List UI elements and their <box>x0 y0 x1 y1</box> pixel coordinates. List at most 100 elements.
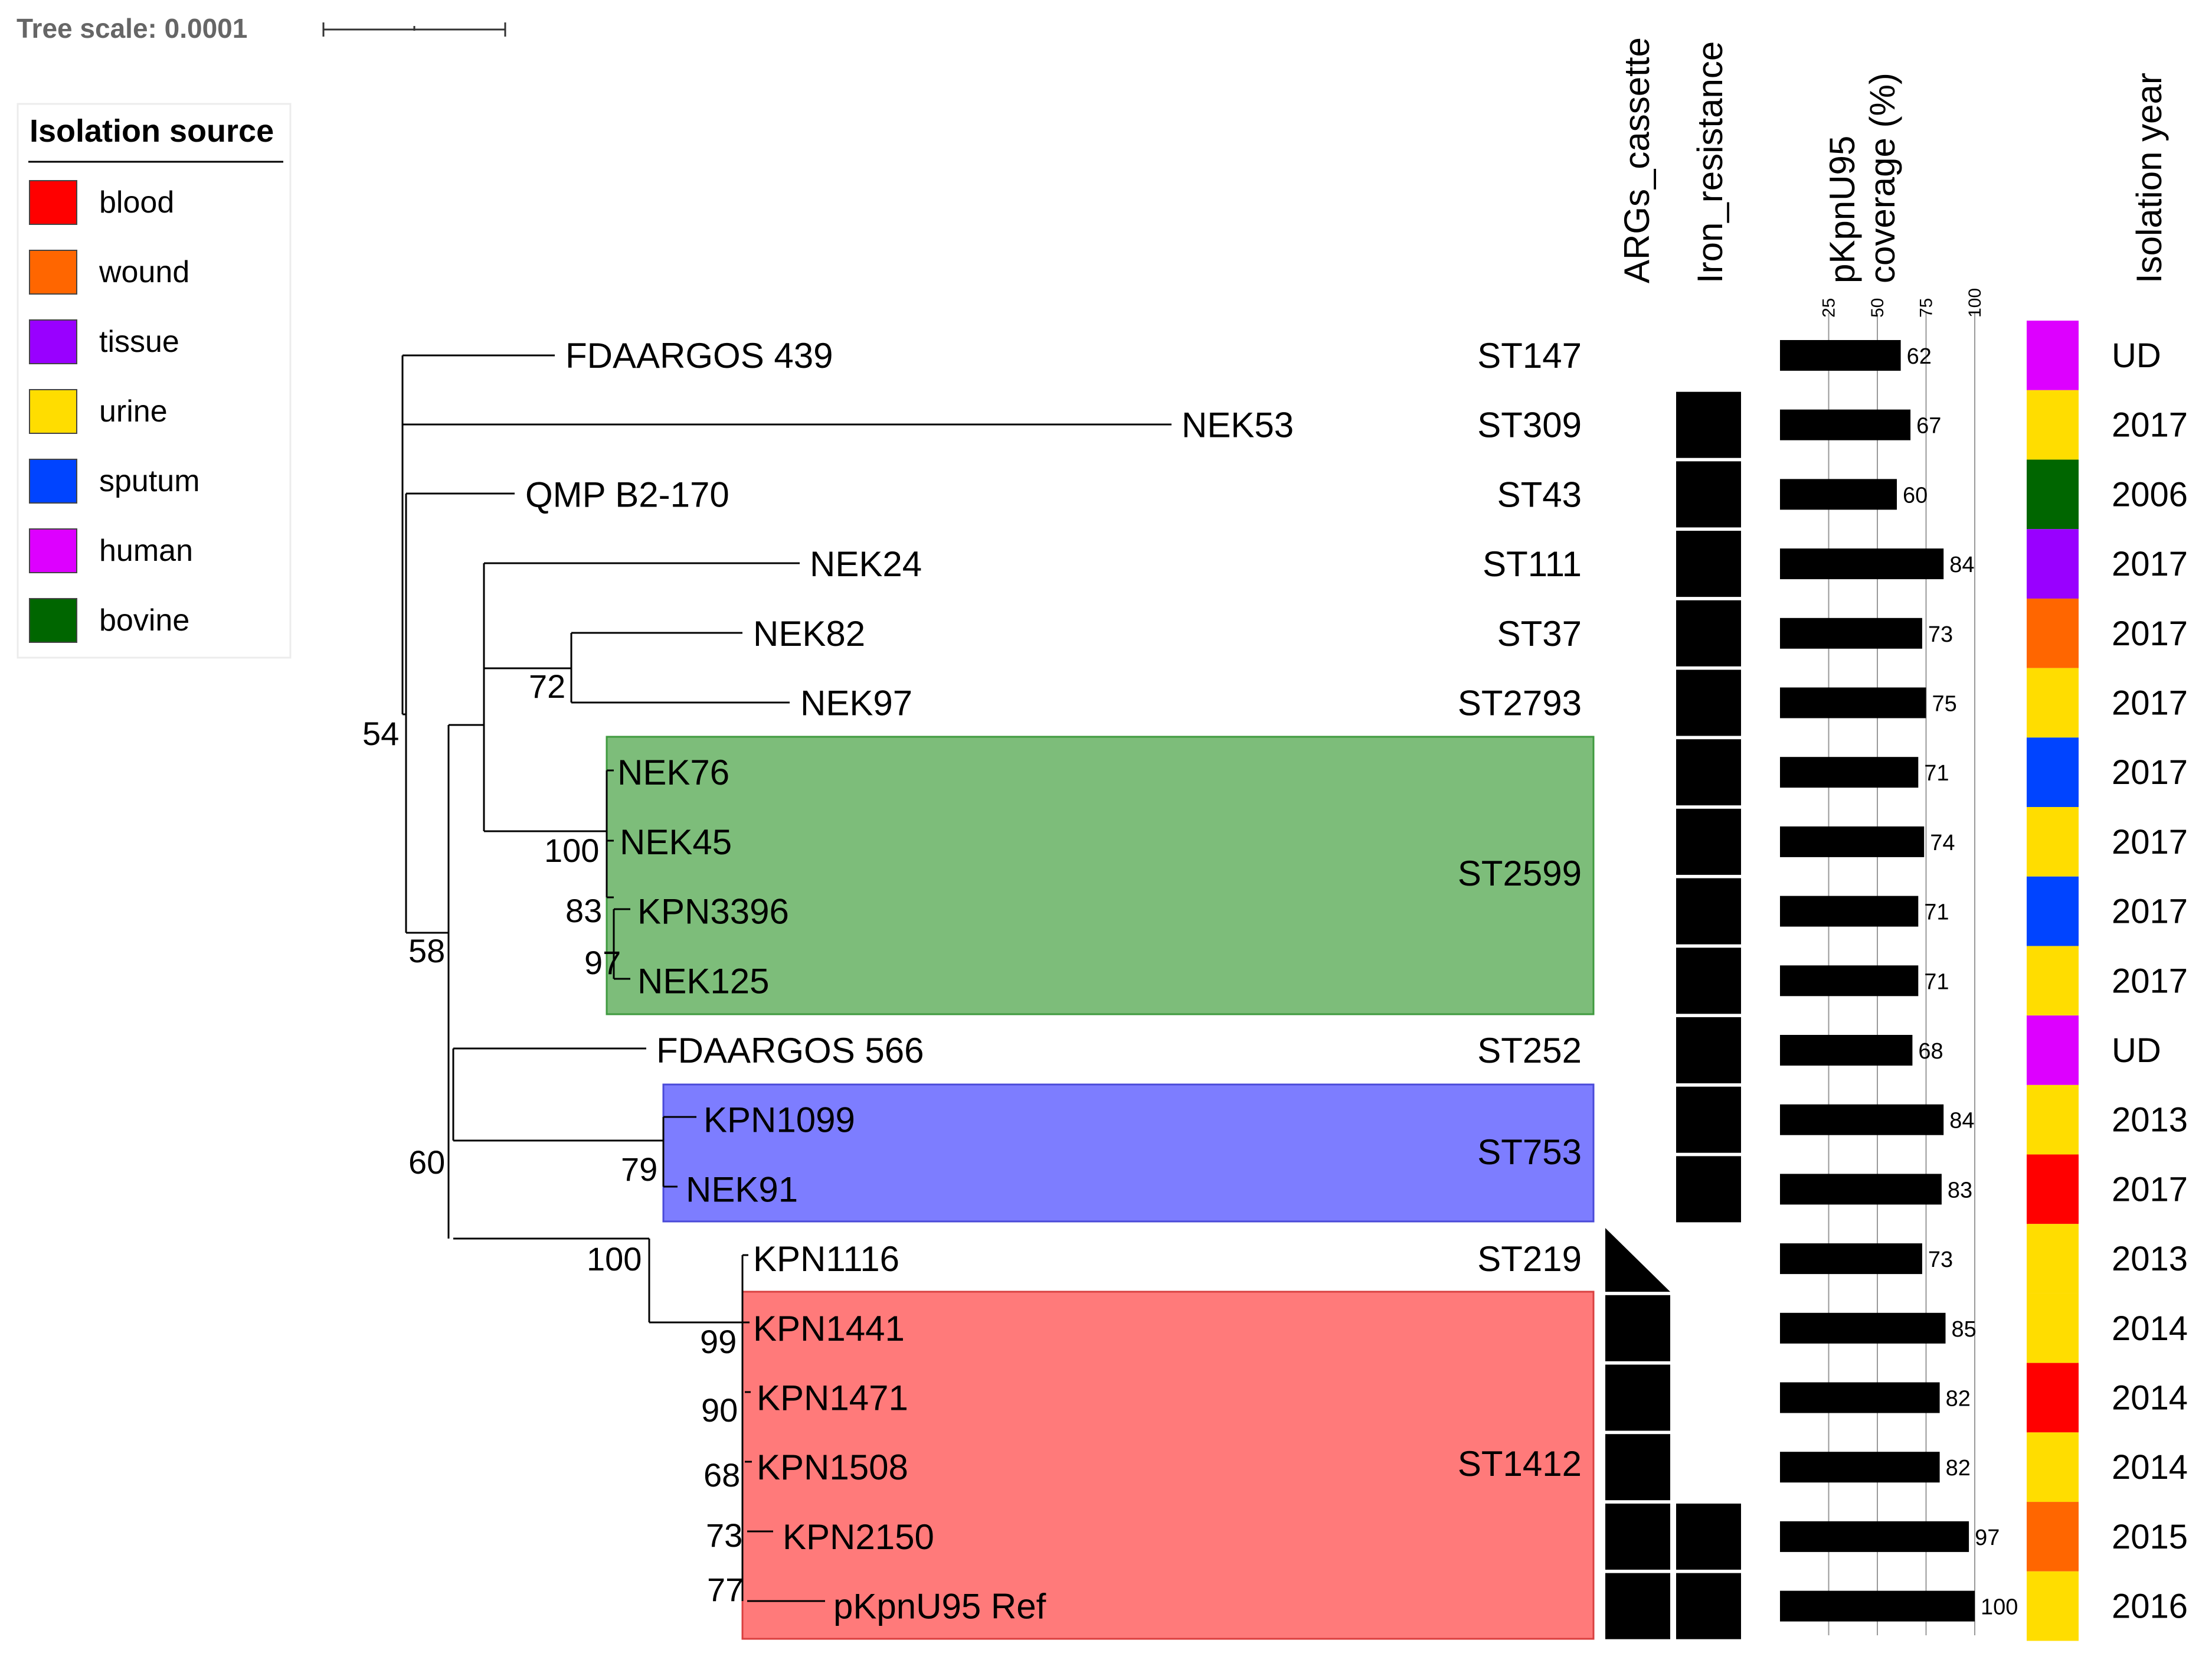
leaf-name: QMP B2-170 <box>525 475 729 514</box>
coverage-value: 75 <box>1932 692 1957 717</box>
column-header-coverage-2: coverage (%) <box>1863 73 1902 283</box>
bootstrap-value: 79 <box>621 1151 657 1188</box>
coverage-bar <box>1780 548 1944 580</box>
bootstrap-value: 72 <box>529 668 565 705</box>
column-header-args: ARGs_cassette <box>1617 37 1657 283</box>
isolation-source-cell <box>2027 390 2079 460</box>
bootstrap-value: 68 <box>703 1456 740 1494</box>
iron-resistance-block <box>1676 1573 1741 1639</box>
leaf-name: NEK53 <box>1182 406 1294 445</box>
legend-label: human <box>99 534 193 568</box>
leaf-name: NEK82 <box>753 614 865 654</box>
isolation-year: 2017 <box>2112 615 2188 653</box>
leaf-st: ST219 <box>1477 1239 1582 1279</box>
leaf-name: NEK24 <box>810 544 922 584</box>
legend-swatch <box>29 180 77 225</box>
coverage-bar <box>1780 1035 1913 1066</box>
leaf-name: KPN1471 <box>757 1378 908 1418</box>
clade-box-st2599 <box>606 736 1595 1015</box>
isolation-year: 2017 <box>2112 1170 2188 1208</box>
legend-frame <box>17 103 292 659</box>
bootstrap-value: 73 <box>706 1517 742 1554</box>
bootstrap-value: 99 <box>700 1323 737 1360</box>
coverage-value: 67 <box>1916 414 1941 439</box>
legend-swatch <box>29 389 77 434</box>
iron-resistance-block <box>1676 600 1741 667</box>
clade-box-st753 <box>662 1083 1595 1223</box>
iron-resistance-block <box>1676 461 1741 528</box>
leaf-name: KPN2150 <box>783 1517 934 1557</box>
coverage-value: 84 <box>1949 553 1974 577</box>
iron-resistance-block <box>1676 669 1741 736</box>
leaf-name: KPN3396 <box>637 892 789 932</box>
isolation-source-cell <box>2027 1502 2079 1572</box>
leaf-st: ST43 <box>1497 475 1582 514</box>
legend-swatch <box>29 319 77 364</box>
coverage-bar <box>1780 826 1925 857</box>
isolation-source-cell <box>2027 737 2079 808</box>
leaf-st: ST252 <box>1477 1031 1582 1070</box>
bootstrap-value: 77 <box>707 1571 744 1608</box>
coverage-bar <box>1780 965 1919 997</box>
coverage-tick-label: 25 <box>1820 298 1839 318</box>
isolation-source-cell <box>2027 807 2079 877</box>
tree-scale-bar <box>322 22 506 37</box>
coverage-value: 60 <box>1903 483 1928 508</box>
leaf-st: ST37 <box>1497 614 1582 654</box>
leaf-name: KPN1116 <box>753 1239 899 1279</box>
coverage-value: 82 <box>1946 1456 1971 1481</box>
coverage-bar <box>1780 1312 1946 1344</box>
leaf-name: NEK91 <box>686 1169 798 1209</box>
coverage-bar <box>1780 1382 1940 1413</box>
iron-resistance-block <box>1676 739 1741 806</box>
iron-resistance-block <box>1676 1086 1741 1153</box>
isolation-year: 2014 <box>2112 1379 2188 1417</box>
clade-st-label: ST2599 <box>1458 854 1582 893</box>
column-header-year: Isolation year <box>2129 73 2169 283</box>
bootstrap-value: 83 <box>565 892 602 929</box>
leaf-name: KPN1508 <box>757 1448 908 1487</box>
coverage-value: 82 <box>1946 1387 1971 1412</box>
bootstrap-value: 97 <box>584 944 621 981</box>
column-header-coverage-1: pKpnU95 <box>1822 136 1862 283</box>
legend-title: Isolation source <box>30 113 274 149</box>
isolation-year: 2017 <box>2112 684 2188 723</box>
clade-st-label: ST1412 <box>1458 1444 1582 1484</box>
coverage-bar <box>1780 896 1919 927</box>
isolation-source-cell <box>2027 598 2079 668</box>
iron-resistance-block <box>1676 1156 1741 1223</box>
legend-swatch <box>29 528 77 573</box>
legend-swatch <box>29 598 77 643</box>
args-cassette-block <box>1605 1573 1670 1639</box>
legend-swatch <box>29 459 77 504</box>
coverage-value: 73 <box>1928 622 1953 647</box>
leaf-name: NEK125 <box>637 961 769 1001</box>
isolation-source-cell <box>2027 1224 2079 1293</box>
coverage-bar <box>1780 757 1919 788</box>
isolation-source-cell <box>2027 668 2079 738</box>
coverage-value: 71 <box>1924 761 1949 786</box>
coverage-tick-label: 50 <box>1868 298 1887 318</box>
legend-label: tissue <box>99 325 179 359</box>
coverage-bar <box>1780 479 1897 510</box>
leaf-name: FDAARGOS 439 <box>565 336 833 375</box>
isolation-source-cell <box>2027 1084 2079 1155</box>
legend-label: sputum <box>99 464 200 498</box>
clade-box-st1412 <box>741 1291 1595 1640</box>
coverage-bar <box>1780 409 1911 440</box>
isolation-year: UD <box>2112 337 2161 375</box>
legend: Isolation source bloodwoundtissueurinesp… <box>17 103 292 659</box>
legend-label: urine <box>99 394 168 429</box>
